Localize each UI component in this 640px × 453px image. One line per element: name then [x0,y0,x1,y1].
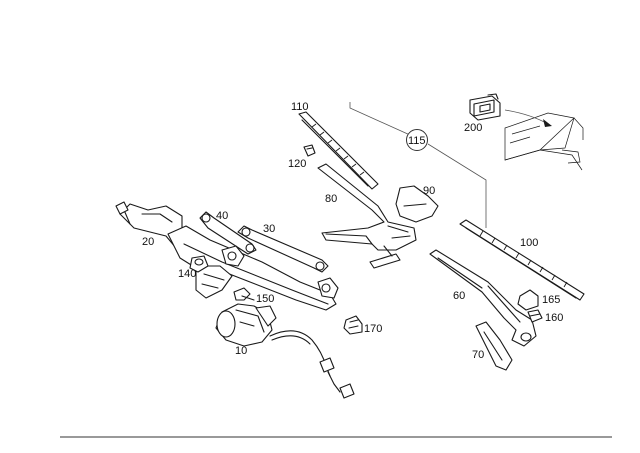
callout-115: 115 [408,135,426,147]
link-rod-30 [237,225,329,273]
grommet-140 [189,255,209,273]
leader-lines-115 [349,102,487,228]
arm-cover-90 [395,185,439,223]
callout-120: 120 [288,158,306,170]
callout-60: 60 [453,290,465,302]
wiper-linkage-frame [167,225,339,311]
callout-100: 100 [520,237,538,249]
callout-150: 150 [256,293,274,305]
callout-80: 80 [325,193,337,205]
callout-circle-115 [406,129,428,151]
wiper-arm-60 [429,249,537,347]
wiper-motor-10 [215,303,277,347]
callout-140: 140 [178,268,196,280]
wiper-arm-80 [317,163,417,269]
callout-170: 170 [364,323,382,335]
callout-165: 165 [542,294,560,306]
sensor-pointer-arrow [504,109,549,125]
callout-40: 40 [216,210,228,222]
callout-90: 90 [423,185,435,197]
wiper-blade-100 [459,219,585,301]
sensor-pointer-arrowhead [543,119,552,127]
nut-160 [527,309,543,323]
clip-170 [343,315,363,335]
cap-165 [517,289,539,311]
link-rod-40 [199,211,257,255]
callout-20: 20 [142,236,154,248]
arm-cover-70 [475,321,513,371]
callout-70: 70 [472,349,484,361]
callout-10: 10 [235,345,247,357]
wiper-blade-110 [298,111,379,190]
clip-120 [303,144,316,157]
callout-200: 200 [464,122,482,134]
vehicle-windshield-outline [504,112,584,171]
callout-labels: 110 115 200 120 90 80 40 30 20 100 140 1… [142,101,563,361]
callout-160: 160 [545,312,563,324]
callout-110: 110 [291,101,309,113]
rain-sensor-200 [469,93,501,121]
callout-30: 30 [263,223,275,235]
motor-cable-harness [269,330,355,399]
bolt-150 [233,287,255,301]
